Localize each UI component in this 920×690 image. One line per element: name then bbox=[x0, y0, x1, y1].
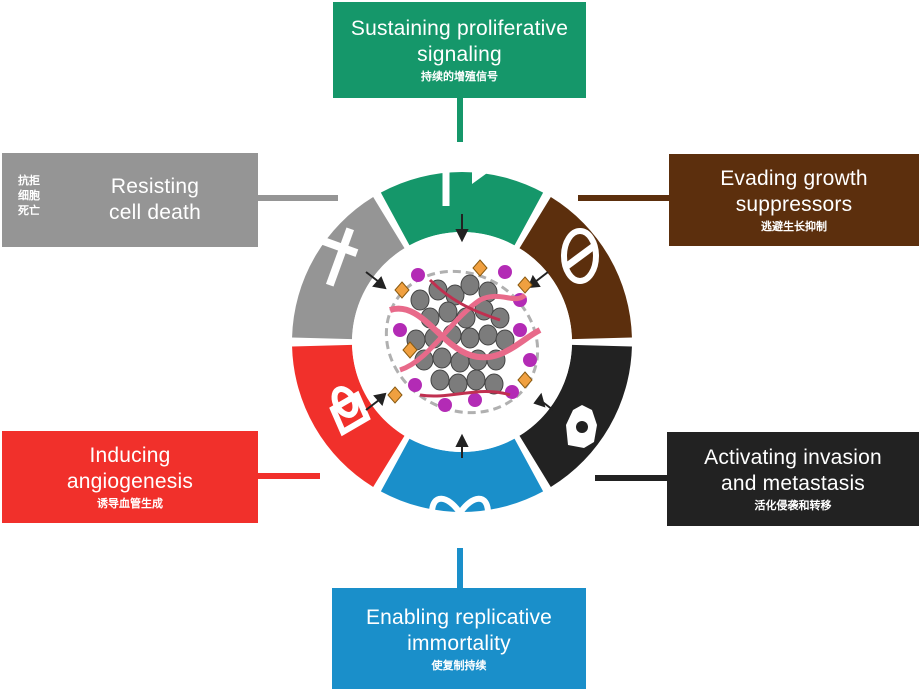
tumor-cell-icon bbox=[566, 405, 597, 448]
cancer-cell bbox=[460, 327, 480, 349]
fibroblast-cell bbox=[517, 276, 533, 294]
immune-cell bbox=[408, 378, 422, 392]
blood-vessel-icon bbox=[329, 386, 371, 437]
hallmark-inducing-angiogenesis: Inducing angiogenesis 诱导血管生成 bbox=[2, 431, 258, 523]
hallmark-label: Activating invasion and metastasis bbox=[704, 446, 882, 495]
inward-arrows bbox=[365, 214, 554, 458]
cancer-cell bbox=[466, 369, 486, 391]
hallmark-label: Sustaining proliferative signaling bbox=[350, 17, 569, 66]
hallmark-resisting-cell-death: 抗拒细胞死亡 Resisting cell death bbox=[2, 153, 258, 247]
hallmark-label-zh: 使复制持续 bbox=[431, 658, 487, 672]
cancer-cell bbox=[430, 369, 450, 391]
hallmark-label: Enabling replicative immortality bbox=[365, 605, 553, 655]
immune-cell bbox=[523, 353, 537, 367]
immune-cell bbox=[438, 398, 452, 412]
hallmark-sustaining-proliferative-signaling: Sustaining proliferative signaling 持续的增殖… bbox=[333, 2, 586, 98]
cancer-cell bbox=[438, 301, 458, 323]
immune-cell bbox=[411, 268, 425, 282]
cancer-cell bbox=[484, 373, 504, 395]
fibroblast-cell bbox=[472, 259, 488, 277]
hallmark-activating-invasion-metastasis: Activating invasion and metastasis 活化侵袭和… bbox=[667, 432, 919, 526]
ring-segment-sustaining bbox=[380, 171, 544, 246]
hallmark-label: Evading growth suppressors bbox=[720, 167, 868, 216]
fibroblast-cell bbox=[402, 341, 418, 359]
immune-cell bbox=[505, 385, 519, 399]
immune-cell bbox=[513, 323, 527, 337]
cancer-cell bbox=[448, 373, 468, 395]
immune-cell bbox=[393, 323, 407, 337]
ring-segment-evading bbox=[519, 197, 632, 340]
fibroblast-cell bbox=[517, 371, 533, 389]
immune-cell bbox=[498, 265, 512, 279]
connector-lines bbox=[258, 98, 670, 589]
hallmark-label-zh: 抗拒细胞死亡 bbox=[18, 174, 40, 217]
hallmark-label: Inducing angiogenesis bbox=[66, 444, 194, 493]
cancer-cell bbox=[410, 289, 430, 311]
hallmark-label-zh: 诱导血管生成 bbox=[97, 497, 163, 510]
fibroblast-cell bbox=[394, 281, 410, 299]
fibroblast-cell bbox=[387, 386, 403, 404]
hallmark-label-zh: 活化侵袭和转移 bbox=[754, 499, 832, 512]
infinity-icon bbox=[428, 495, 492, 531]
cross-icon bbox=[321, 227, 359, 287]
immune-cell bbox=[468, 393, 482, 407]
prohibition-icon bbox=[561, 228, 599, 284]
cancer-cell bbox=[432, 347, 452, 369]
arrow-icon bbox=[442, 152, 494, 206]
hallmark-label-zh: 逃避生长抑制 bbox=[761, 220, 827, 233]
ring-segment-death bbox=[292, 197, 405, 340]
tumor-tissue-icon bbox=[384, 259, 542, 415]
hallmark-label: Resisting cell death bbox=[109, 175, 201, 224]
cancer-cell bbox=[460, 274, 480, 296]
cancer-cell bbox=[478, 324, 498, 346]
ring-segment-immortality bbox=[380, 438, 544, 512]
hallmark-evading-growth-suppressors: Evading growth suppressors 逃避生长抑制 bbox=[669, 154, 919, 246]
hallmark-enabling-replicative-immortality: Enabling replicative immortality 使复制持续 bbox=[332, 588, 586, 689]
hallmark-label-zh: 持续的增殖信号 bbox=[421, 70, 498, 83]
